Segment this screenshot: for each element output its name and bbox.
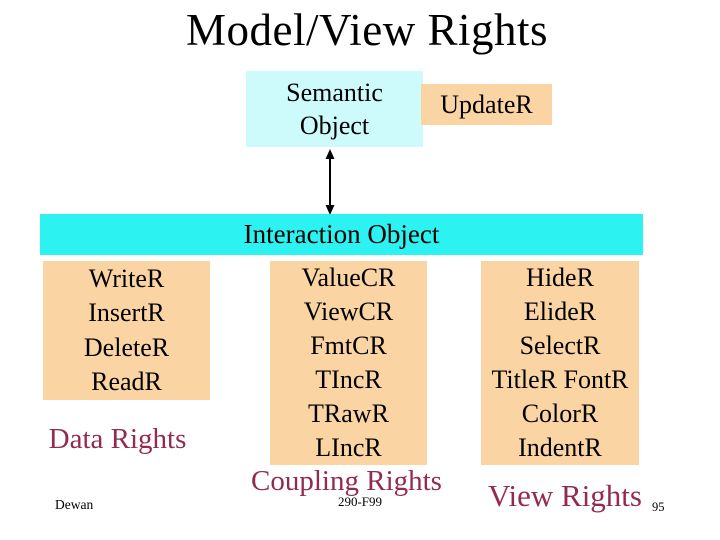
coupling-rights-box: ValueCR ViewCR FmtCR TIncR TRawR LIncR [270, 261, 427, 465]
slide-title: Model/View Rights [185, 5, 549, 55]
slide-number: 95 [652, 500, 665, 514]
view-rights-box: HideR ElideR SelectR TitleR FontR ColorR… [481, 261, 639, 465]
data-rights-list: WriteR InsertR DeleteR ReadR [83, 263, 170, 397]
data-rights-box: WriteR InsertR DeleteR ReadR [43, 261, 210, 400]
view-rights-list: HideR ElideR SelectR TitleR FontR ColorR… [491, 263, 629, 462]
interaction-object-bar: Interaction Object [40, 214, 643, 255]
semantic-object-box: Semantic Object [246, 71, 423, 147]
data-rights-label: Data Rights [48, 423, 187, 455]
interaction-object-label: Interaction Object [243, 219, 440, 249]
update-right-label: UpdateR [440, 89, 533, 119]
coupling-rights-label: Coupling Rights [251, 465, 442, 497]
footer-author: Dewan [55, 497, 94, 512]
semantic-object-label: Semantic Object [286, 78, 383, 140]
view-rights-label: View Rights [487, 478, 642, 513]
coupling-rights-list: ValueCR ViewCR FmtCR TIncR TRawR LIncR [301, 263, 396, 462]
footer-course-code: 290-F99 [337, 494, 383, 509]
update-right-box: UpdateR [421, 84, 552, 125]
double-arrow-icon [325, 149, 335, 215]
